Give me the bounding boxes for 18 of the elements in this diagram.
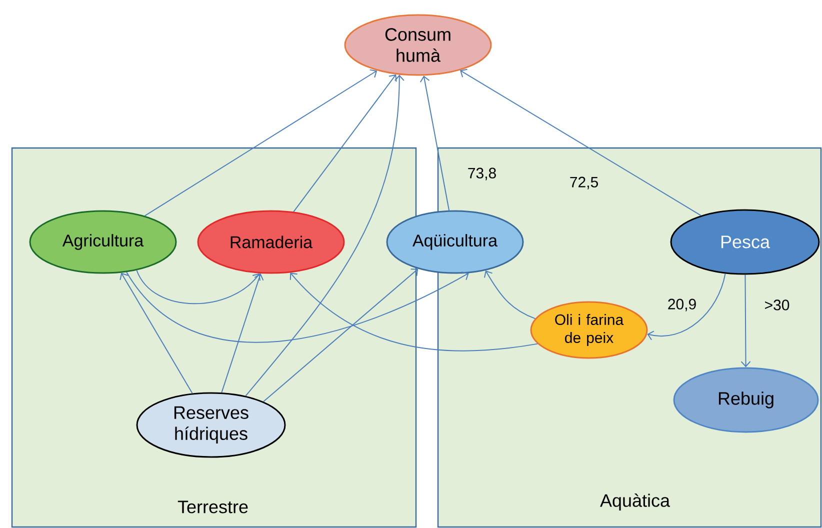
arrow xyxy=(420,76,450,211)
arrow xyxy=(144,69,378,216)
arrow xyxy=(262,268,418,402)
arrow xyxy=(290,272,538,352)
arrow xyxy=(460,68,702,216)
arrow xyxy=(221,273,264,394)
arrow xyxy=(293,74,397,212)
arrow xyxy=(484,270,536,320)
edge-label: 72,5 xyxy=(570,176,598,190)
arrow xyxy=(136,270,260,304)
arrow xyxy=(740,274,751,368)
arrow xyxy=(245,74,404,396)
arrow xyxy=(126,272,469,343)
edge-label: 20,9 xyxy=(668,298,696,312)
arrow xyxy=(647,273,726,340)
arrow xyxy=(120,272,193,394)
edge-label: 73,8 xyxy=(468,168,496,180)
edge-label: >30 xyxy=(765,300,790,310)
